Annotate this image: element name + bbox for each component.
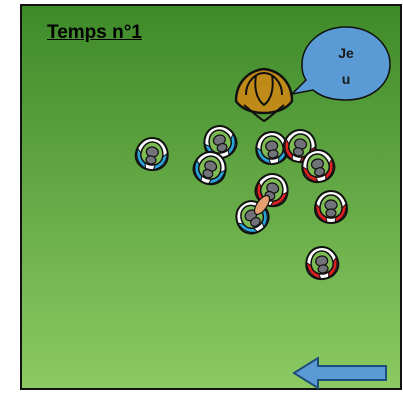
blue-player-2 — [203, 125, 238, 160]
speech-bubble — [289, 26, 391, 101]
blue-player-1 — [134, 137, 169, 172]
red-player-2 — [301, 149, 336, 184]
direction-arrow-icon — [292, 356, 387, 390]
red-player-4 — [313, 189, 349, 225]
diagram-title: Temps n°1 — [47, 22, 142, 43]
blue-player-3 — [192, 151, 227, 186]
red-player-5 — [305, 246, 340, 281]
ball-icon — [253, 194, 271, 216]
bubble-text: Je u — [338, 45, 354, 87]
goalkeeper-icon — [234, 67, 294, 123]
